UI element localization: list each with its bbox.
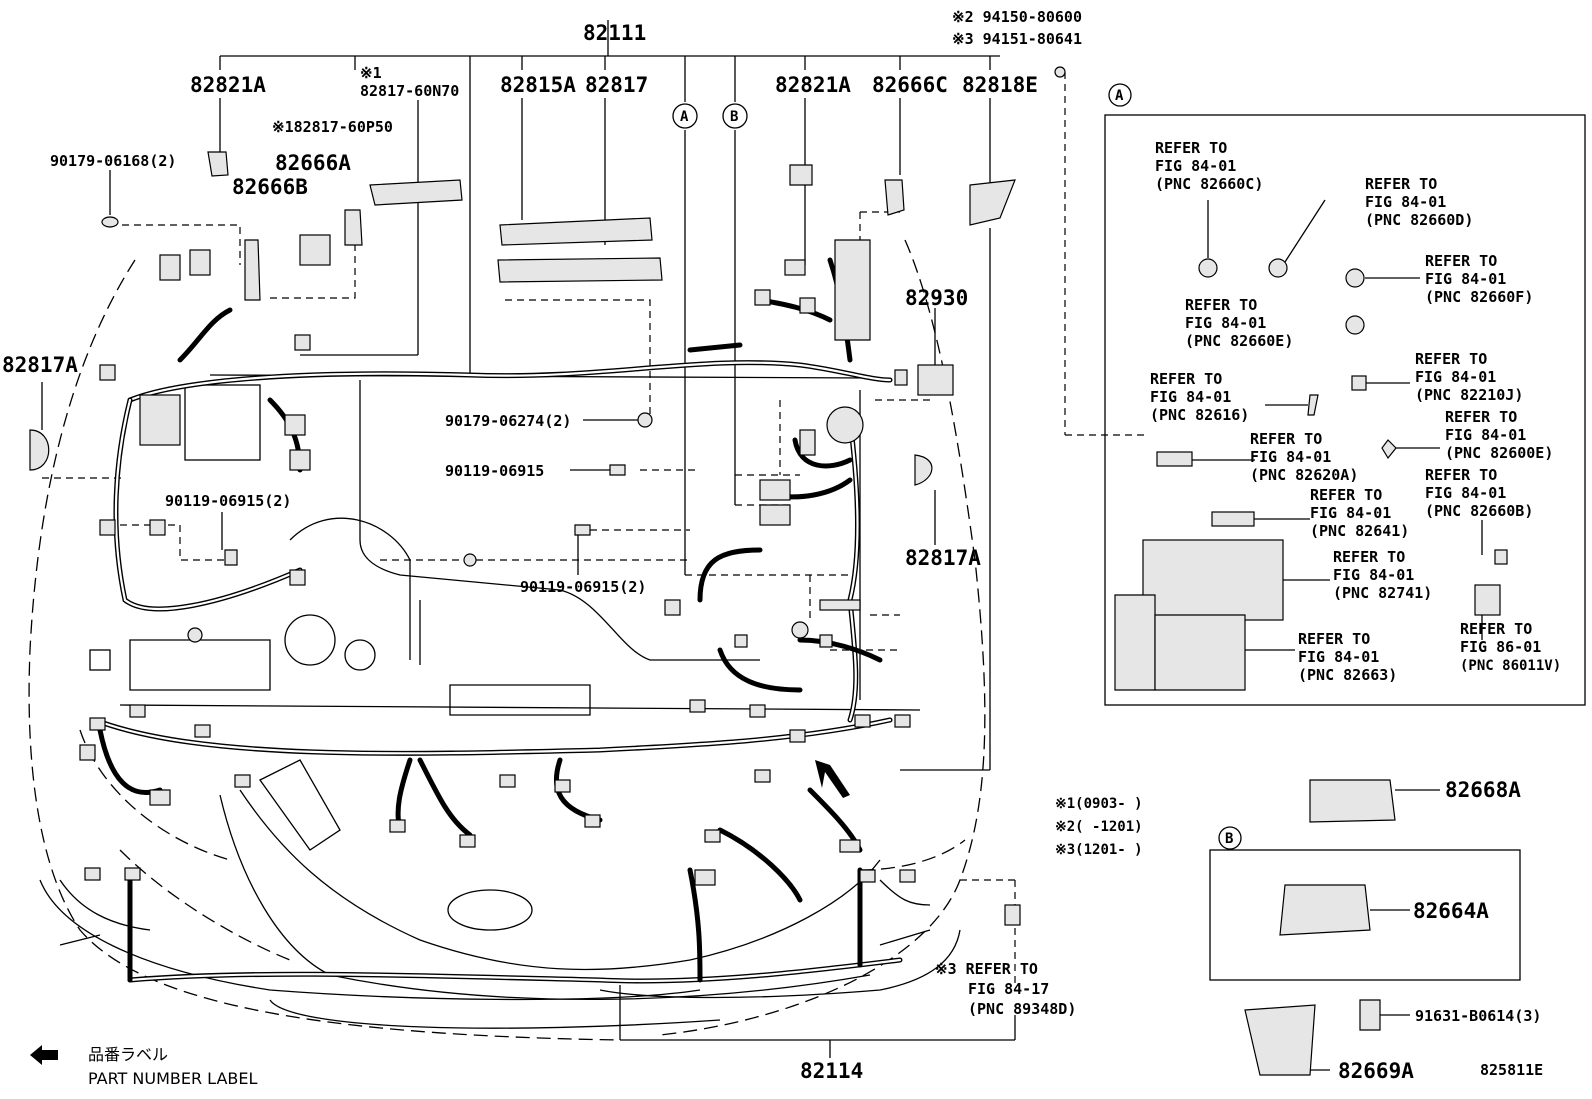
ref-82600e-l3: (PNC 82600E) (1445, 444, 1553, 462)
ref-86011v-l3: (PNC 86011V) (1460, 658, 1561, 674)
label-82817a-left: 82817A (2, 353, 78, 377)
label-82669a: 82669A (1338, 1059, 1414, 1083)
main-parts (29, 151, 1021, 1065)
label-82114: 82114 (800, 1059, 863, 1083)
ref-82663-l2: FIG 84-01 (1298, 648, 1379, 666)
label-82666a: 82666A (275, 151, 351, 175)
ref-82660b-l1: REFER TO (1425, 466, 1497, 484)
inset-a-text: A REFER TO FIG 84-01 (PNC 82660C) REFER … (1115, 88, 1561, 684)
label-90119-06915-2-left: 90119-06915(2) (165, 492, 291, 510)
label-note3-refer: ※3 REFER TO (935, 960, 1038, 978)
label-90179-06168: 90179-06168(2) (50, 152, 176, 170)
wire-harnesses (92, 257, 903, 984)
ref-82660f-l2: FIG 84-01 (1425, 270, 1506, 288)
label-82930: 82930 (905, 286, 968, 310)
label-pnc-89348d: (PNC 89348D) (968, 1000, 1076, 1018)
label-fig-84-17: FIG 84-17 (968, 980, 1049, 998)
date-notes: ※1(0903- ) ※2( -1201) ※3(1201- ) (1055, 796, 1143, 858)
label-82664a: 82664A (1413, 899, 1489, 923)
label-82817-60p50: ※182817-60P50 (272, 118, 393, 136)
label-figure-code: 825811E (1480, 1061, 1543, 1079)
leader-lines (41, 20, 1145, 1058)
label-94150-80600: ※2 94150-80600 (952, 8, 1082, 26)
ref-82741-l3: (PNC 82741) (1333, 584, 1432, 602)
ref-82600e-l2: FIG 84-01 (1445, 426, 1526, 444)
ref-82660f-l1: REFER TO (1425, 252, 1497, 270)
car-body-outline (28, 239, 986, 1041)
label-90119-06915: 90119-06915 (445, 462, 544, 480)
label-90119-06915-2-center: 90119-06915(2) (520, 578, 646, 596)
note-3: ※3(1201- ) (1055, 842, 1143, 858)
label-82815a: 82815A (500, 73, 576, 97)
ref-82660b-l2: FIG 84-01 (1425, 484, 1506, 502)
ref-82210j-l3: (PNC 82210J) (1415, 386, 1523, 404)
ref-82616-l1: REFER TO (1150, 370, 1222, 388)
ref-82210j-l1: REFER TO (1415, 350, 1487, 368)
label-90179-06274: 90179-06274(2) (445, 412, 571, 430)
ref-86011v-l1: REFER TO (1460, 620, 1532, 638)
ref-82641-l1: REFER TO (1310, 486, 1382, 504)
ref-82660c-l2: FIG 84-01 (1155, 157, 1236, 175)
label-82817: 82817 (585, 73, 648, 97)
inset-a-title: A (1115, 88, 1124, 104)
ref-82660b-l3: (PNC 82660B) (1425, 502, 1533, 520)
ref-82660f-l3: (PNC 82660F) (1425, 288, 1533, 306)
label-82821a-left: 82821A (190, 73, 266, 97)
ref-82210j-l2: FIG 84-01 (1415, 368, 1496, 386)
ref-82660e-l2: FIG 84-01 (1185, 314, 1266, 332)
ref-82641-l3: (PNC 82641) (1310, 522, 1409, 540)
ref-82660d-l2: FIG 84-01 (1365, 193, 1446, 211)
inset-a (1104, 83, 1586, 706)
label-part-number-jp: 品番ラベル (88, 1045, 168, 1064)
ref-82663-l3: (PNC 82663) (1298, 666, 1397, 684)
ref-82660c-l1: REFER TO (1155, 139, 1227, 157)
label-82818e: 82818E (962, 73, 1038, 97)
ref-82620a-l2: FIG 84-01 (1250, 448, 1331, 466)
ref-82620a-l3: (PNC 82620A) (1250, 466, 1358, 484)
ref-82660d-l1: REFER TO (1365, 175, 1437, 193)
ref-82600e-l1: REFER TO (1445, 408, 1517, 426)
right-labels: 82668A B 82664A 91631-B0614(3) 82669A (1225, 778, 1541, 1083)
callout-b: B (730, 109, 738, 125)
label-82668a: 82668A (1445, 778, 1521, 802)
ref-82660d-l3: (PNC 82660D) (1365, 211, 1473, 229)
ref-82741-l2: FIG 84-01 (1333, 566, 1414, 584)
ref-82616-l3: (PNC 82616) (1150, 406, 1249, 424)
label-82111: 82111 (583, 21, 646, 45)
inset-b-title: B (1225, 831, 1233, 847)
note-1: ※1(0903- ) (1055, 796, 1143, 812)
ref-82660c-l3: (PNC 82660C) (1155, 175, 1263, 193)
label-91631-b0614: 91631-B0614(3) (1415, 1007, 1541, 1025)
ref-82660e-l3: (PNC 82660E) (1185, 332, 1293, 350)
label-82666b: 82666B (232, 175, 308, 199)
ref-86011v-l2: FIG 86-01 (1460, 638, 1541, 656)
label-82817-60n70: 82817-60N70 (360, 82, 459, 100)
ref-82641-l2: FIG 84-01 (1310, 504, 1391, 522)
ref-82741-l1: REFER TO (1333, 548, 1405, 566)
label-82666c: 82666C (872, 73, 948, 97)
label-note-1: ※1 (360, 64, 382, 82)
label-part-number-en: PART NUMBER LABEL (88, 1069, 257, 1088)
ref-82616-l2: FIG 84-01 (1150, 388, 1231, 406)
label-82821a-right: 82821A (775, 73, 851, 97)
part-labels: 82111 82821A ※1 82817-60N70 ※182817-60P5… (2, 8, 1543, 1088)
ref-82620a-l1: REFER TO (1250, 430, 1322, 448)
label-94151-80641: ※3 94151-80641 (952, 30, 1082, 48)
right-parts (1209, 779, 1521, 1076)
callout-a: A (680, 109, 689, 125)
label-82817a-right: 82817A (905, 546, 981, 570)
ref-82660e-l1: REFER TO (1185, 296, 1257, 314)
note-2: ※2( -1201) (1055, 819, 1143, 835)
ref-82663-l1: REFER TO (1298, 630, 1370, 648)
